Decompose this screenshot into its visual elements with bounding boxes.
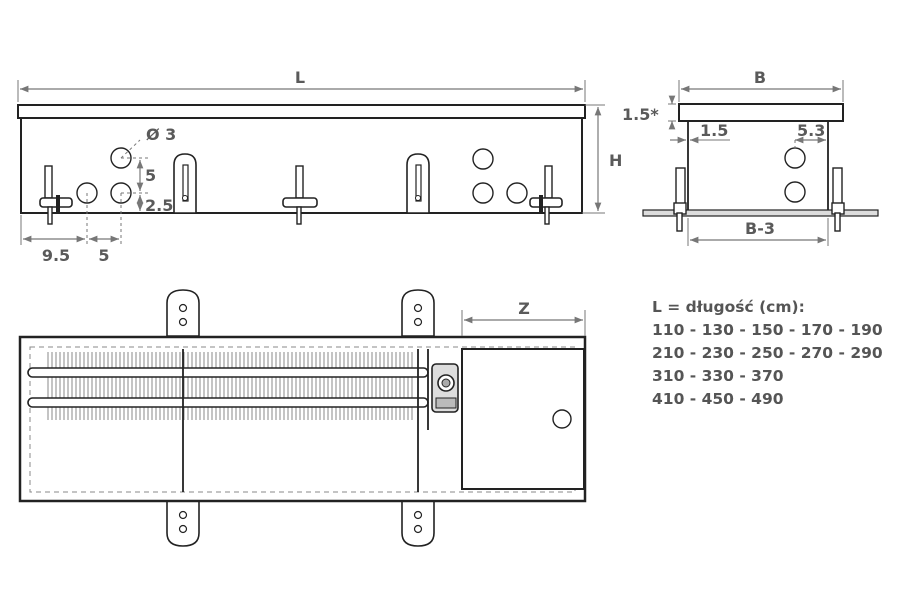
mounting-bracket — [406, 153, 430, 214]
mounting-bracket — [173, 153, 197, 214]
label-H: H — [609, 151, 622, 170]
label-B: B — [754, 68, 766, 87]
dimension-Z: Z — [461, 299, 586, 336]
dimension-side-offsets: 1.5 5.3 — [670, 121, 826, 150]
label-hole-spacing-v: 5 — [145, 166, 156, 185]
side-leveling-foot — [831, 167, 845, 232]
dimension-hole-spacing-v: 5 — [136, 160, 156, 191]
top-bracket — [401, 289, 435, 337]
side-view-floor-plate — [642, 209, 879, 217]
leveling-foot — [39, 165, 73, 225]
legend-row: 210 - 230 - 250 - 270 - 290 — [652, 344, 883, 362]
label-hole-diameter: Ø 3 — [146, 125, 176, 144]
label-side-offset: 1.5 — [700, 121, 728, 140]
dimension-B-3: B-3 — [687, 218, 829, 246]
side-view: B 1.5* 1.5 5.3 B-3 — [622, 68, 879, 246]
label-L: L — [295, 68, 305, 87]
leveling-foot — [529, 165, 563, 225]
side-view-holes — [784, 147, 806, 203]
label-hole-offset-h: 9.5 — [42, 246, 70, 265]
bottom-bracket — [401, 499, 435, 547]
label-side-offset-right: 5.3 — [797, 121, 825, 140]
legend-row: 410 - 450 - 490 — [652, 390, 784, 408]
bottom-bracket — [166, 499, 200, 547]
label-hole-offset-v: 2.5 — [145, 196, 173, 215]
top-view-inner-trough — [29, 346, 576, 493]
heat-exchanger-fins — [47, 352, 413, 420]
leveling-foot — [282, 165, 318, 225]
front-view: L H Ø 3 5 2.5 9.5 5 — [17, 68, 622, 265]
dimension-L: L — [17, 68, 586, 102]
dimension-horizontal-offsets: 9.5 5 — [20, 215, 119, 265]
dimension-top-offset: 1.5* — [622, 95, 676, 130]
legend-row: 310 - 330 - 370 — [652, 367, 784, 385]
label-hole-spacing-h: 5 — [98, 246, 109, 265]
label-top-offset: 1.5* — [622, 105, 659, 124]
top-bracket — [166, 289, 200, 337]
top-view: Z — [18, 289, 587, 547]
front-view-top-flange — [17, 104, 586, 119]
legend-title: L = długość (cm): — [652, 298, 805, 316]
dimension-H: H — [582, 104, 622, 214]
length-legend: L = długość (cm): 110 - 130 - 150 - 170 … — [652, 296, 883, 411]
valve-connector — [431, 363, 459, 413]
side-view-top-flange — [678, 103, 844, 122]
front-hole-guides — [86, 139, 150, 245]
connection-box-hole — [552, 409, 572, 429]
label-B-3: B-3 — [745, 219, 775, 238]
dimension-hole-offset-v: 2.5 — [136, 195, 173, 215]
label-Z: Z — [518, 299, 530, 318]
heat-exchanger — [27, 349, 429, 492]
legend-row: 110 - 130 - 150 - 170 - 190 — [652, 321, 883, 339]
dimension-B: B — [678, 68, 844, 102]
side-leveling-foot — [673, 167, 687, 232]
